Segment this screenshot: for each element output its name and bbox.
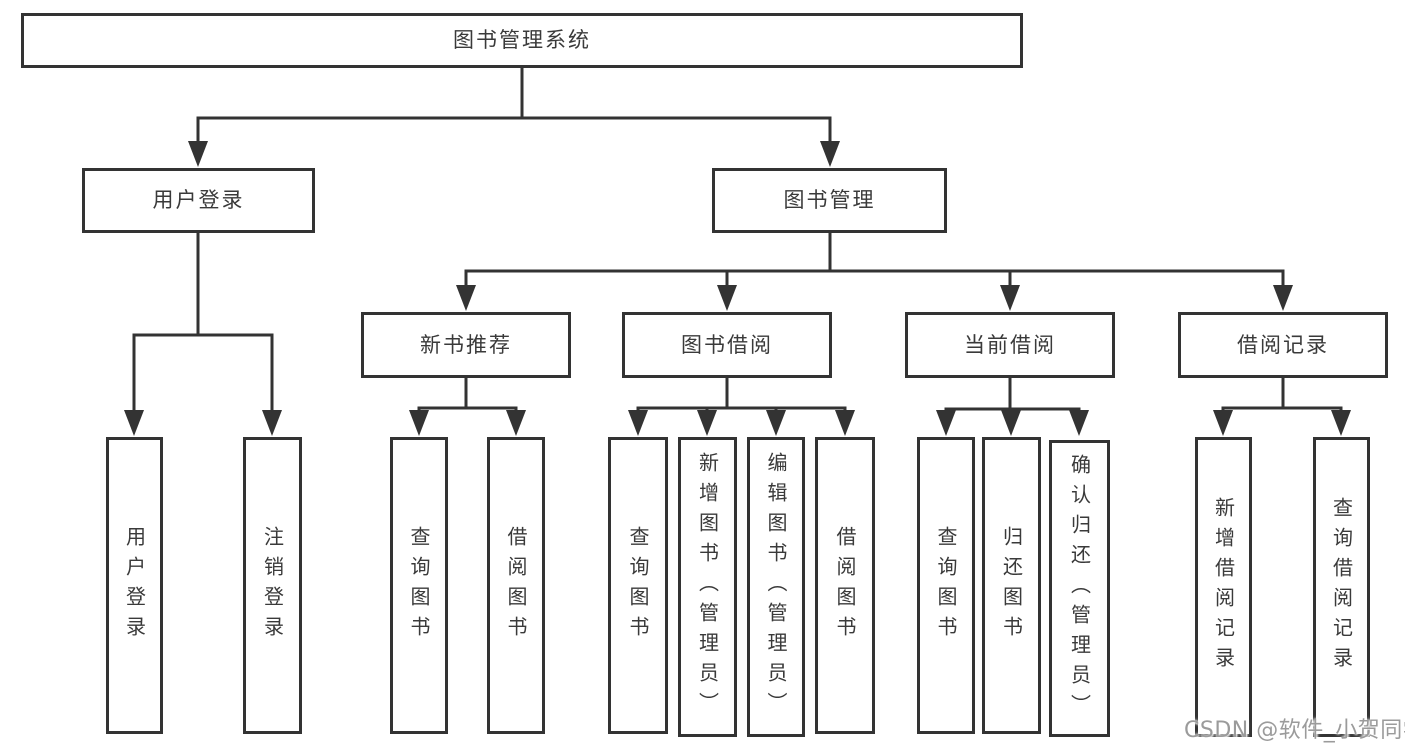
node-current-borrowing-label: 当前借阅 xyxy=(964,332,1056,357)
leaf-add-borrow-record: 新增借阅记录 xyxy=(1195,437,1252,737)
node-new-book-recommend: 新书推荐 xyxy=(361,312,571,378)
leaf-borrowing-query-books-label: 查询图书 xyxy=(626,525,650,646)
node-root-system-label: 图书管理系统 xyxy=(453,28,591,52)
leaf-edit-books-admin-label: 编辑图书（管理员） xyxy=(764,452,788,722)
leaf-borrowing-borrow-books: 借阅图书 xyxy=(815,437,875,734)
node-borrowing-records-label: 借阅记录 xyxy=(1237,332,1329,357)
leaf-return-books: 归还图书 xyxy=(982,437,1041,734)
leaf-current-query-books-label: 查询图书 xyxy=(934,525,958,646)
leaf-logout-label: 注销登录 xyxy=(260,525,285,646)
node-book-borrowing-label: 图书借阅 xyxy=(681,332,773,357)
leaf-user-login-label: 用户登录 xyxy=(122,525,147,646)
node-root-system: 图书管理系统 xyxy=(21,13,1023,68)
leaf-confirm-return-admin: 确认归还（管理员） xyxy=(1049,440,1110,737)
node-book-management-label: 图书管理 xyxy=(783,188,876,212)
leaf-add-borrow-record-label: 新增借阅记录 xyxy=(1211,497,1236,677)
csdn-watermark: CSDN @软件_小贺同学 xyxy=(1184,718,1405,743)
node-borrowing-records: 借阅记录 xyxy=(1178,312,1388,378)
leaf-borrowing-borrow-books-label: 借阅图书 xyxy=(833,525,857,646)
node-new-book-recommend-label: 新书推荐 xyxy=(420,332,512,357)
leaf-recommend-borrow-books: 借阅图书 xyxy=(487,437,545,734)
node-user-login: 用户登录 xyxy=(82,168,315,233)
leaf-confirm-return-admin-label: 确认归还（管理员） xyxy=(1067,453,1092,724)
leaf-borrowing-query-books: 查询图书 xyxy=(608,437,668,734)
leaf-add-books-admin: 新增图书（管理员） xyxy=(678,437,737,737)
leaf-recommend-query-books-label: 查询图书 xyxy=(407,525,431,646)
node-current-borrowing: 当前借阅 xyxy=(905,312,1115,378)
leaf-current-query-books: 查询图书 xyxy=(917,437,975,734)
node-book-management: 图书管理 xyxy=(712,168,947,233)
leaf-logout: 注销登录 xyxy=(243,437,302,734)
leaf-user-login: 用户登录 xyxy=(106,437,163,734)
leaf-add-books-admin-label: 新增图书（管理员） xyxy=(695,452,720,722)
leaf-edit-books-admin: 编辑图书（管理员） xyxy=(747,437,805,737)
node-book-borrowing: 图书借阅 xyxy=(622,312,832,378)
leaf-recommend-borrow-books-label: 借阅图书 xyxy=(504,525,528,646)
leaf-return-books-label: 归还图书 xyxy=(999,525,1024,646)
leaf-recommend-query-books: 查询图书 xyxy=(390,437,448,734)
node-user-login-label: 用户登录 xyxy=(152,188,245,212)
leaf-query-borrow-record-label: 查询借阅记录 xyxy=(1329,497,1354,677)
leaf-query-borrow-record: 查询借阅记录 xyxy=(1313,437,1370,737)
